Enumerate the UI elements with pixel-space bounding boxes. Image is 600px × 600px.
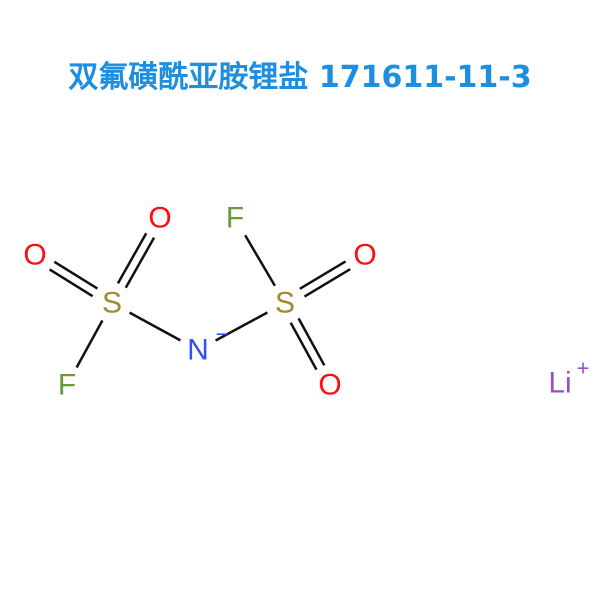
bond-s1-o1 <box>116 232 148 284</box>
bond-s1-n <box>128 311 182 342</box>
bonds <box>48 232 351 371</box>
atom-n-charge: − <box>216 322 229 347</box>
bond-s2-o3 <box>303 268 351 298</box>
bond-s1-o2 <box>53 260 99 290</box>
atom-f-bottom: F <box>58 369 76 402</box>
bond-s1-o1 <box>124 237 156 289</box>
atom-f-top: F <box>226 202 244 235</box>
bond-s2-o4 <box>289 322 318 371</box>
page-title: 双氟磺酰亚胺锂盐 171611-11-3 <box>68 60 532 95</box>
atom-o-right: O <box>353 239 376 272</box>
atom-li: Li <box>548 367 571 400</box>
atom-li-charge: + <box>577 356 590 381</box>
atom-n: N <box>187 334 209 367</box>
bond-s1-o2 <box>48 268 94 298</box>
bond-s2-f2 <box>244 234 276 287</box>
bond-s2-o4 <box>297 317 326 366</box>
atom-s1: S <box>102 287 122 320</box>
bond-s1-f1 <box>75 319 104 369</box>
atom-o-bottom: O <box>318 369 341 402</box>
atom-o-top: O <box>148 202 171 235</box>
bond-s2-o3 <box>299 260 347 290</box>
atom-o-left: O <box>23 239 46 272</box>
atom-s2: S <box>275 287 295 320</box>
bond-s2-n <box>215 311 268 342</box>
